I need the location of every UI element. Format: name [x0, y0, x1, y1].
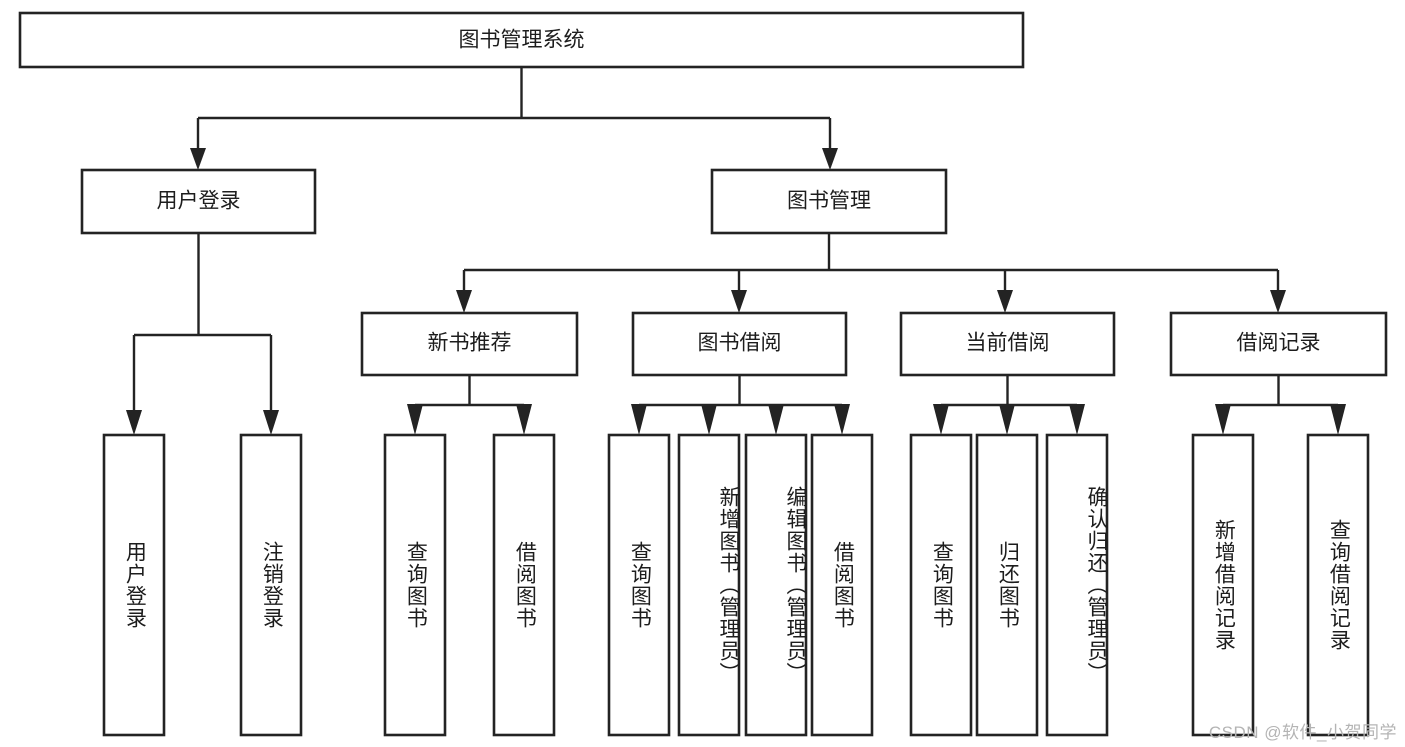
connector-new-book-recommend-to-leaves — [407, 375, 532, 435]
arrow-head-icon — [1215, 404, 1231, 435]
leaf-rect-new-book-0[interactable] — [383, 433, 447, 737]
node-book-borrow-label: 图书借阅 — [698, 332, 782, 355]
node-new-book-recommend-rect[interactable] — [360, 311, 579, 377]
leaf-rect-user-login-1[interactable] — [239, 433, 303, 737]
node-current-borrow[interactable]: 当前借阅 — [899, 311, 1116, 377]
arrow-head-icon — [126, 410, 142, 435]
arrow-head-icon — [731, 290, 747, 313]
node-book-borrow[interactable]: 图书借阅 — [631, 311, 848, 377]
node-user-login-rect[interactable] — [80, 168, 317, 235]
node-current-borrow-rect[interactable] — [899, 311, 1116, 377]
node-current-borrow-label: 当前借阅 — [966, 332, 1050, 355]
arrow-head-icon — [768, 404, 784, 435]
arrow-head-icon — [263, 410, 279, 435]
leaf-rect-book-borrow-2[interactable] — [744, 433, 808, 737]
leaf-rect-book-borrow-3[interactable] — [810, 433, 874, 737]
leaf-rect-book-borrow-0[interactable] — [607, 433, 671, 737]
leaf-rect-current-borrow-2[interactable] — [1045, 433, 1109, 737]
node-book-management[interactable]: 图书管理 — [710, 168, 948, 235]
leaf-rect-current-borrow-0[interactable] — [909, 433, 973, 737]
node-borrow-record-label: 借阅记录 — [1237, 332, 1321, 355]
node-user-login-label: 用户登录 — [157, 190, 241, 213]
connector-root-to-level2 — [190, 67, 838, 170]
arrow-head-icon — [1069, 404, 1085, 435]
leaf-rect-current-borrow-1[interactable] — [975, 433, 1039, 737]
node-root-label: 图书管理系统 — [459, 29, 585, 52]
node-root-rect[interactable] — [18, 11, 1025, 69]
arrow-head-icon — [701, 404, 717, 435]
arrow-head-icon — [190, 148, 206, 170]
arrow-head-icon — [631, 404, 647, 435]
leaf-rect-book-borrow-1[interactable] — [677, 433, 741, 737]
leaf-rect-borrow-record-1[interactable] — [1306, 433, 1370, 737]
connector-borrow-record-to-leaves — [1215, 375, 1346, 435]
connector-user-login-to-leaves — [126, 233, 279, 435]
arrow-head-icon — [999, 404, 1015, 435]
leaf-rect-borrow-record-0[interactable] — [1191, 433, 1255, 737]
leaf-rect-new-book-1[interactable] — [492, 433, 556, 737]
arrow-head-icon — [1330, 404, 1346, 435]
node-new-book-recommend[interactable]: 新书推荐 — [360, 311, 579, 377]
arrow-head-icon — [933, 404, 949, 435]
arrow-head-icon — [822, 148, 838, 170]
arrow-head-icon — [834, 404, 850, 435]
arrow-head-icon — [1270, 290, 1286, 313]
connector-current-borrow-to-leaves — [933, 375, 1085, 435]
node-borrow-record[interactable]: 借阅记录 — [1169, 311, 1388, 377]
arrow-head-icon — [407, 404, 423, 435]
node-book-management-label: 图书管理 — [787, 190, 871, 213]
node-user-login[interactable]: 用户登录 — [80, 168, 317, 235]
csdn-watermark: CSDN @软件_小贺同学 — [1208, 723, 1397, 742]
node-new-book-recommend-label: 新书推荐 — [428, 332, 512, 355]
arrow-head-icon — [997, 290, 1013, 313]
leaf-rect-user-login-0[interactable] — [102, 433, 166, 737]
connector-book-borrow-to-leaves — [631, 375, 850, 435]
arrow-head-icon — [516, 404, 532, 435]
arrow-head-icon — [456, 290, 472, 313]
connector-book-management-to-level3 — [456, 233, 1286, 313]
node-root[interactable]: 图书管理系统 — [18, 11, 1025, 69]
